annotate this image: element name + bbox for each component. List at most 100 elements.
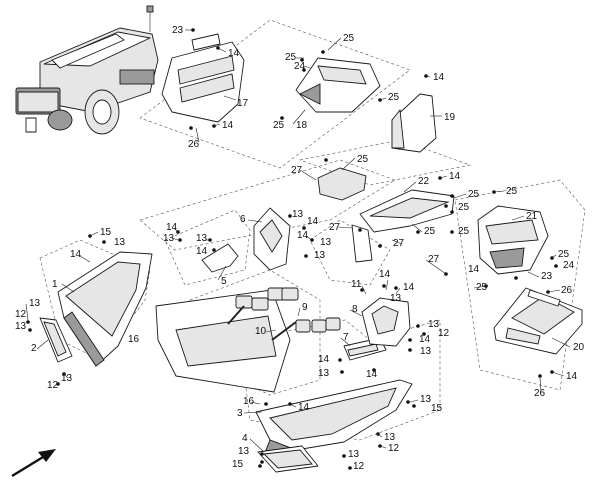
part-5-bracket bbox=[201, 243, 239, 273]
callout-19: 19 bbox=[444, 112, 456, 123]
callout-5: 5 bbox=[221, 276, 227, 287]
part-8-clamp-blocks bbox=[235, 287, 341, 333]
callout-24: 24 bbox=[563, 260, 575, 271]
callout-leader-line bbox=[361, 285, 367, 295]
part-21-shield bbox=[477, 205, 549, 275]
callout-13: 13 bbox=[384, 432, 396, 443]
callout-leader-line bbox=[551, 254, 557, 259]
callout-14: 14 bbox=[318, 354, 330, 365]
fastener-bolt bbox=[288, 214, 292, 218]
callout-25: 25 bbox=[285, 52, 297, 63]
callout-14: 14 bbox=[566, 371, 578, 382]
callout-13: 13 bbox=[420, 394, 432, 405]
fastener-bolt bbox=[382, 284, 386, 288]
fastener-bolt bbox=[264, 402, 268, 406]
fastener-bolt bbox=[358, 228, 362, 232]
fastener-bolt bbox=[56, 382, 60, 386]
callout-leader-line bbox=[327, 37, 342, 51]
arrow-up-right-icon bbox=[11, 449, 56, 478]
callout-12: 12 bbox=[353, 461, 365, 472]
center-bracket bbox=[317, 167, 373, 263]
callout-leader-line bbox=[249, 438, 265, 453]
fastener-bolt bbox=[300, 58, 304, 62]
callout-leader-line bbox=[247, 219, 263, 223]
callout-22: 22 bbox=[418, 176, 430, 187]
callout-leader-line bbox=[299, 169, 317, 181]
callout-leader-line bbox=[403, 181, 417, 193]
callout-27: 27 bbox=[291, 165, 303, 176]
callout-14: 14 bbox=[366, 369, 378, 380]
fastener-bolt bbox=[324, 158, 328, 162]
callout-leader-line bbox=[379, 97, 387, 101]
fastener-bolt bbox=[191, 28, 195, 32]
callout-1: 1 bbox=[52, 279, 58, 290]
callout-13: 13 bbox=[314, 250, 326, 261]
callout-leader-line bbox=[551, 371, 565, 377]
callout-13: 13 bbox=[348, 449, 360, 460]
fastener-bolt bbox=[450, 194, 454, 198]
part-6-bracket bbox=[253, 207, 291, 271]
callout-26: 26 bbox=[188, 139, 200, 150]
callout-leader-line bbox=[217, 47, 227, 53]
fastener-bolt bbox=[178, 238, 182, 242]
callout-leader-line bbox=[411, 223, 423, 233]
callout-18: 18 bbox=[296, 120, 308, 131]
callout-leader-line bbox=[171, 237, 179, 241]
callout-labels: 23 14 17 14 26 25 25 24 14 25 25 18 19 2… bbox=[15, 25, 585, 472]
part-1-shield bbox=[57, 251, 153, 367]
fastener-bolt bbox=[514, 276, 518, 280]
fastener-bolt bbox=[260, 460, 264, 464]
part-17-shield bbox=[161, 33, 245, 123]
callout-leader-line bbox=[551, 337, 571, 348]
callout-leader-line bbox=[223, 95, 237, 101]
callout-14: 14 bbox=[298, 402, 310, 413]
callout-leader-line bbox=[243, 411, 263, 414]
fastener-bolt bbox=[280, 116, 284, 120]
callout-leader-line bbox=[61, 283, 75, 293]
callout-leader-line bbox=[539, 377, 542, 393]
callout-13: 13 bbox=[61, 373, 73, 384]
fastener-bolt bbox=[102, 240, 106, 244]
callout-13: 13 bbox=[292, 209, 304, 220]
callout-leaders bbox=[25, 29, 571, 453]
callout-leader-line bbox=[341, 157, 356, 171]
callout-14: 14 bbox=[196, 246, 208, 257]
fastener-bolt bbox=[212, 248, 216, 252]
callout-25: 25 bbox=[343, 33, 355, 44]
callout-3: 3 bbox=[237, 408, 243, 419]
callout-13: 13 bbox=[196, 233, 208, 244]
callout-leader-line bbox=[547, 289, 561, 293]
callout-leader-line bbox=[395, 287, 401, 295]
callout-leader-line bbox=[250, 401, 261, 405]
fastener-bolt bbox=[304, 254, 308, 258]
callout-23: 23 bbox=[172, 25, 184, 36]
part-19-shield bbox=[391, 93, 437, 153]
callout-25: 25 bbox=[357, 154, 369, 165]
fastener-bolt bbox=[416, 324, 420, 328]
callout-leader-line bbox=[385, 279, 389, 291]
part-8-bracket bbox=[361, 297, 411, 347]
callout-14: 14 bbox=[228, 48, 240, 59]
callout-14: 14 bbox=[222, 120, 234, 131]
callout-14: 14 bbox=[379, 269, 391, 280]
callout-16: 16 bbox=[128, 334, 140, 345]
spreader-machine-illustration bbox=[15, 5, 159, 135]
callout-11: 11 bbox=[351, 279, 362, 290]
callout-leader-line bbox=[25, 303, 29, 321]
part-18-shield bbox=[295, 57, 381, 113]
callout-14: 14 bbox=[70, 249, 82, 260]
part-20-shield bbox=[493, 287, 583, 355]
callout-27: 27 bbox=[393, 238, 405, 249]
center-panel bbox=[155, 289, 291, 393]
fastener-bolt bbox=[394, 286, 398, 290]
callout-21: 21 bbox=[526, 211, 538, 222]
callout-leader-line bbox=[292, 109, 306, 125]
callout-leader-line bbox=[337, 226, 353, 229]
callout-25: 25 bbox=[388, 92, 400, 103]
callout-leader-line bbox=[63, 373, 69, 379]
fastener-bolt bbox=[260, 452, 264, 456]
fastener-bolt bbox=[538, 374, 542, 378]
callout-14: 14 bbox=[433, 72, 445, 83]
